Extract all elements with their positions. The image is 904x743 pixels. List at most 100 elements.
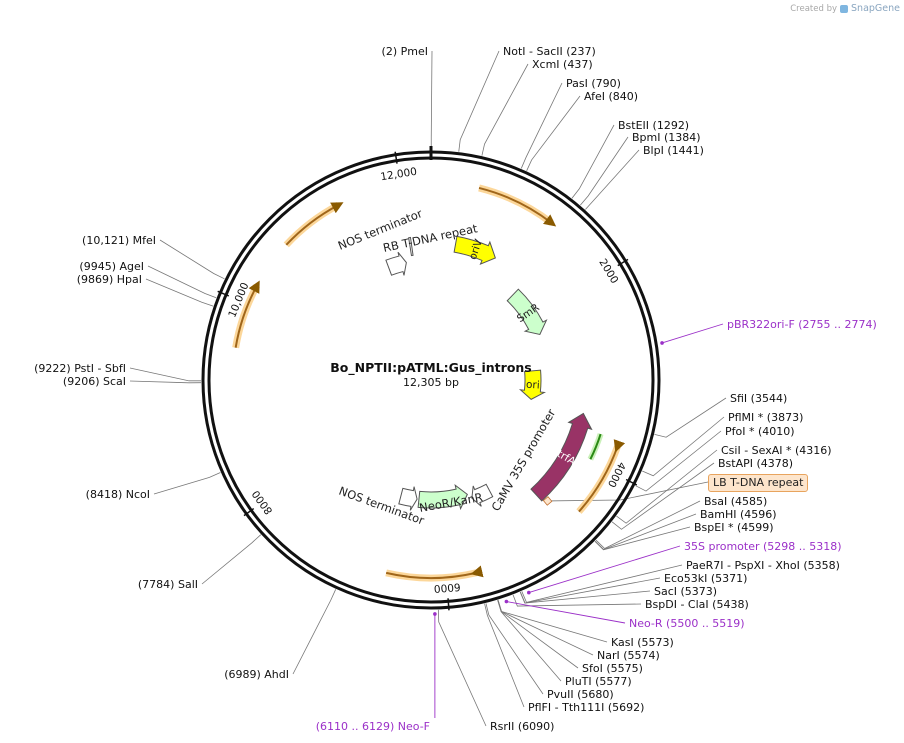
enzyme-ahdi: (6989) AhdI	[224, 668, 289, 681]
primer-pbr322ori-f: pBR322ori-F (2755 .. 2774)	[727, 318, 877, 331]
plasmid-length: 12,305 bp	[403, 376, 459, 389]
orf-arrows	[232, 184, 626, 582]
enzyme-bstapi: BstAPI (4378)	[718, 457, 793, 470]
enzyme-paer7i-pspxi-xhoi: PaeR7I - PspXI - XhoI (5358)	[686, 559, 840, 572]
leader-sfii	[654, 397, 727, 438]
tick-6000	[447, 598, 450, 611]
lb-tdna-repeat-label[interactable]: LB T-DNA repeat	[708, 474, 809, 492]
primer-leader-pbr322ori-f	[661, 323, 724, 344]
orf-arrow-3	[234, 280, 260, 348]
leader-sfoi	[497, 599, 579, 669]
enzyme-bsai: BsaI (4585)	[704, 495, 767, 508]
primer-site-pbr322ori-f	[660, 341, 664, 345]
enzyme-ncoi: (8418) NcoI	[86, 488, 150, 501]
enzyme-bspdi-clai: BspDI - ClaI (5438)	[645, 598, 749, 611]
enzyme-kasi: KasI (5573)	[611, 636, 674, 649]
enzyme-sfii: SfiI (3544)	[730, 392, 787, 405]
enzyme-noti-sacii: NotI - SacII (237)	[503, 45, 596, 58]
leader-ncoi	[153, 472, 221, 495]
feature-rb-t-dna-repeat-8	[408, 236, 414, 257]
primer-leader-neo-r	[506, 601, 626, 624]
leader-mfei	[159, 239, 225, 280]
orf-highlight-0	[478, 184, 554, 226]
enzyme-blpi: BlpI (1441)	[643, 144, 704, 157]
leader-blpi	[585, 149, 640, 210]
leader-psti-sbfi	[129, 367, 202, 382]
leader-lb-tdna-repeat	[547, 481, 709, 502]
tick-12000	[394, 151, 398, 164]
feature-ori-2	[518, 369, 547, 400]
leader-pvuii	[485, 603, 544, 695]
leader-pmei	[430, 50, 433, 151]
enzyme-xcmi: XcmI (437)	[532, 58, 593, 71]
enzyme-pvuii: PvuII (5680)	[547, 688, 614, 701]
enzyme-mfei: (10,121) MfeI	[82, 234, 156, 247]
leader-afei	[526, 95, 581, 172]
leader-bsteii	[571, 124, 615, 199]
leader-ahdi	[292, 589, 337, 675]
plasmid-backbone	[201, 146, 661, 610]
enzyme-pluti: PluTI (5577)	[565, 675, 632, 688]
leader-pflmi	[642, 416, 725, 477]
enzyme-bspei: BspEI * (4599)	[694, 521, 774, 534]
leader-pflfi-tth111i	[484, 603, 525, 708]
green-orf-arrow	[589, 433, 602, 460]
primer-leader-35s-promoter	[528, 545, 681, 594]
tick-2000	[617, 258, 629, 267]
leader-csii-sexai	[616, 449, 718, 524]
enzyme-scai: (9206) ScaI	[63, 375, 126, 388]
credit-brand: SnapGene	[851, 3, 900, 14]
leader-pfoi	[635, 430, 722, 492]
feature-smr-1	[506, 288, 548, 336]
leader-agei	[147, 265, 217, 299]
tick-10000	[217, 290, 230, 297]
primer-neo-r: Neo-R (5500 .. 5519)	[629, 617, 745, 630]
primer-site-35s-promoter	[527, 590, 531, 595]
feature-oriv-0	[453, 235, 496, 266]
enzyme-pmei: (2) PmeI	[382, 45, 428, 58]
credit-prefix: Created by	[790, 3, 838, 14]
enzyme-pflmi: PflMI * (3873)	[728, 411, 803, 424]
primer-35s-promoter: 35S promoter (5298 .. 5318)	[684, 540, 842, 553]
label-leader-lines	[129, 50, 727, 727]
leader-bstapi	[611, 462, 715, 530]
leader-noti-sacii	[458, 50, 500, 152]
feature-lb-tdna-repeat	[542, 496, 553, 506]
enzyme-saci: SacI (5373)	[654, 585, 717, 598]
feature-label-ori: ori	[526, 379, 540, 392]
feature-camv-35s-promoter-4	[471, 483, 494, 507]
leader-scai	[129, 380, 202, 384]
feature-nos-terminator-7	[385, 251, 407, 276]
feature-trfa-3	[530, 412, 593, 502]
snapgene-credit: Created by SnapGene	[790, 3, 900, 14]
enzyme-afei: AfeI (840)	[584, 90, 638, 103]
tick-4000	[625, 478, 638, 486]
tick-label-12000: 12,000	[380, 166, 418, 184]
primer-site-neo-r	[504, 599, 509, 604]
enzyme-sali: (7784) SalI	[138, 578, 198, 591]
leader-sali	[201, 534, 262, 585]
leader-bspdi-clai	[512, 594, 642, 607]
enzyme-hpai: (9869) HpaI	[77, 273, 142, 286]
enzyme-bsteii: BstEII (1292)	[618, 119, 689, 132]
primer-site-neo-f	[433, 612, 437, 616]
snapgene-logo-icon	[840, 4, 849, 13]
leader-hpai	[145, 278, 214, 307]
enzyme-bamhi: BamHI (4596)	[700, 508, 777, 521]
leader-saci	[519, 590, 651, 604]
enzyme-agei: (9945) AgeI	[79, 260, 144, 273]
primer-labels: pBR322ori-F (2755 .. 2774) 35S promoter (…	[316, 318, 877, 733]
orf-arrow-4	[285, 202, 344, 246]
leader-eco53ki	[519, 577, 661, 604]
feature-neor-kanr-5	[417, 484, 468, 511]
enzyme-pflfi-tth111i: PflFI - Tth111I (5692)	[528, 701, 644, 714]
orf-arrow-1	[578, 439, 626, 513]
enzyme-rsrii: RsrII (6090)	[490, 720, 554, 733]
orf-arrow-0	[478, 186, 557, 227]
enzyme-nari: NarI (5574)	[597, 649, 660, 662]
enzyme-pfoi: PfoI * (4010)	[725, 425, 795, 438]
leader-bpmi	[580, 136, 629, 206]
